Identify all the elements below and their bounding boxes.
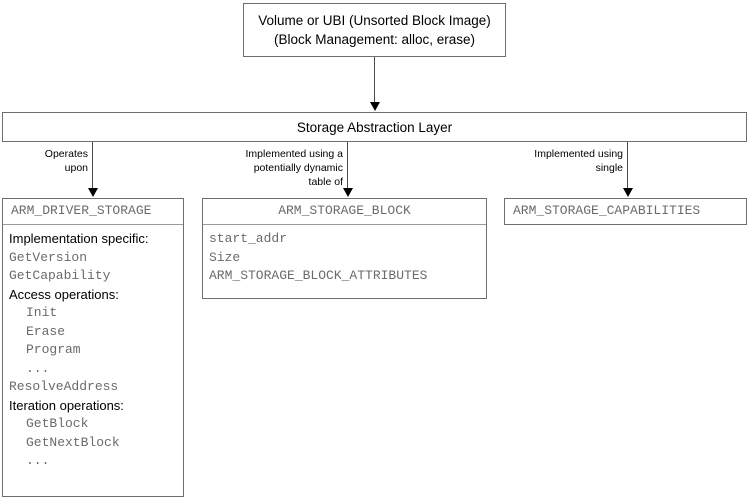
member-row: GetNextBlock bbox=[26, 434, 120, 450]
edge-label-line: Implemented using bbox=[534, 148, 623, 160]
edge-label-line: single bbox=[595, 162, 623, 174]
arm-storage-block-members: start_addr Size ARM_STORAGE_BLOCK_ATTRIB… bbox=[203, 225, 486, 292]
member-row: Size bbox=[209, 249, 241, 265]
edge-label-line: potentially dynamic bbox=[253, 162, 343, 174]
edge-volume-to-sal-line bbox=[374, 57, 375, 103]
member-row: GetBlock bbox=[26, 416, 89, 431]
member-row: ... bbox=[26, 453, 50, 468]
member-row: ResolveAddress bbox=[9, 379, 119, 394]
edge-label-line: Implemented using a bbox=[245, 148, 343, 160]
edge-label-line: upon bbox=[64, 162, 88, 174]
member-row: Init bbox=[26, 305, 58, 320]
arm-storage-capabilities-header: ARM_STORAGE_CAPABILITIES bbox=[513, 203, 701, 218]
arm-driver-storage-members: Implementation specific: GetVersion GetC… bbox=[3, 225, 183, 477]
member-row: Program bbox=[26, 342, 81, 357]
storage-abstraction-layer-title: Storage Abstraction Layer bbox=[296, 119, 453, 135]
edge-sal-to-storage-block-label: Implemented using a potentially dynamic … bbox=[200, 147, 343, 189]
edge-sal-to-driver-storage-line bbox=[92, 142, 93, 189]
arm-driver-storage-header: ARM_DRIVER_STORAGE bbox=[3, 199, 183, 225]
edge-sal-to-storage-capabilities-line bbox=[627, 142, 628, 189]
member-row: Access operations: bbox=[9, 286, 119, 302]
member-row: Implementation specific: bbox=[9, 231, 149, 246]
arm-storage-block-header: ARM_STORAGE_BLOCK bbox=[203, 199, 486, 225]
member-row: ... bbox=[26, 360, 50, 376]
edge-sal-to-storage-capabilities-label: Implemented using single bbox=[480, 147, 623, 175]
edge-sal-to-storage-capabilities-arrowhead bbox=[623, 188, 633, 197]
volume-node-line-1: Volume or UBI (Unsorted Block Image) bbox=[258, 13, 491, 28]
member-row: GetVersion bbox=[9, 249, 88, 265]
member-row: ARM_STORAGE_BLOCK_ATTRIBUTES bbox=[209, 268, 428, 283]
edge-sal-to-driver-storage-label: Operates upon bbox=[0, 147, 88, 175]
storage-abstraction-layer: Storage Abstraction Layer bbox=[2, 112, 747, 142]
member-row: Erase bbox=[26, 323, 66, 339]
edge-volume-to-sal-arrowhead bbox=[370, 102, 380, 111]
arm-storage-block-node: ARM_STORAGE_BLOCK start_addr Size ARM_ST… bbox=[202, 198, 487, 299]
volume-node: Volume or UBI (Unsorted Block Image) (Bl… bbox=[243, 3, 506, 57]
member-row: GetCapability bbox=[9, 268, 111, 283]
arm-storage-capabilities-node: ARM_STORAGE_CAPABILITIES bbox=[504, 198, 747, 225]
member-row: Iteration operations: bbox=[9, 397, 124, 413]
edge-label-line: Operates bbox=[44, 148, 88, 160]
arm-driver-storage-node: ARM_DRIVER_STORAGE Implementation specif… bbox=[2, 198, 184, 497]
edge-label-line: table of bbox=[308, 176, 343, 188]
edge-sal-to-storage-block-arrowhead bbox=[343, 188, 353, 197]
edge-sal-to-storage-block-line bbox=[347, 142, 348, 189]
volume-node-line-2: (Block Management: alloc, erase) bbox=[273, 32, 476, 47]
member-row: start_addr bbox=[209, 231, 288, 246]
edge-sal-to-driver-storage-arrowhead bbox=[88, 188, 98, 197]
